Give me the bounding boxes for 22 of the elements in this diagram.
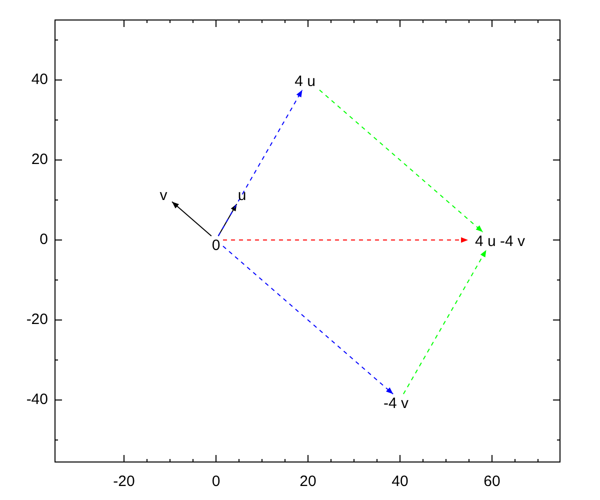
- point-label: -4 v: [383, 396, 408, 410]
- axis-tick-label: 40: [30, 72, 48, 87]
- axis-tick-label: 40: [390, 474, 410, 489]
- axis-tick-label: 20: [298, 474, 318, 489]
- vector-arrow: [222, 246, 394, 394]
- axis-tick-label: 0: [38, 232, 48, 247]
- axis-tick-label: 60: [482, 474, 502, 489]
- axis-tick-label: 0: [210, 474, 222, 489]
- vector-arrow: [319, 90, 484, 232]
- axis-tick-label: -20: [25, 312, 48, 327]
- point-label: 0: [212, 238, 220, 252]
- vector-arrow: [402, 250, 487, 394]
- point-label: v: [160, 188, 168, 202]
- vector-arrow: [218, 90, 303, 236]
- vector-arrow: [172, 201, 212, 236]
- axis-tick-label: -40: [25, 392, 48, 407]
- point-label: u: [238, 188, 246, 202]
- axis-tick-label: 20: [30, 152, 48, 167]
- vector-arrow: [222, 237, 468, 243]
- axis-tick-label: -20: [112, 474, 136, 489]
- point-label: 4 u: [294, 74, 316, 88]
- point-label: 4 u -4 v: [474, 234, 526, 248]
